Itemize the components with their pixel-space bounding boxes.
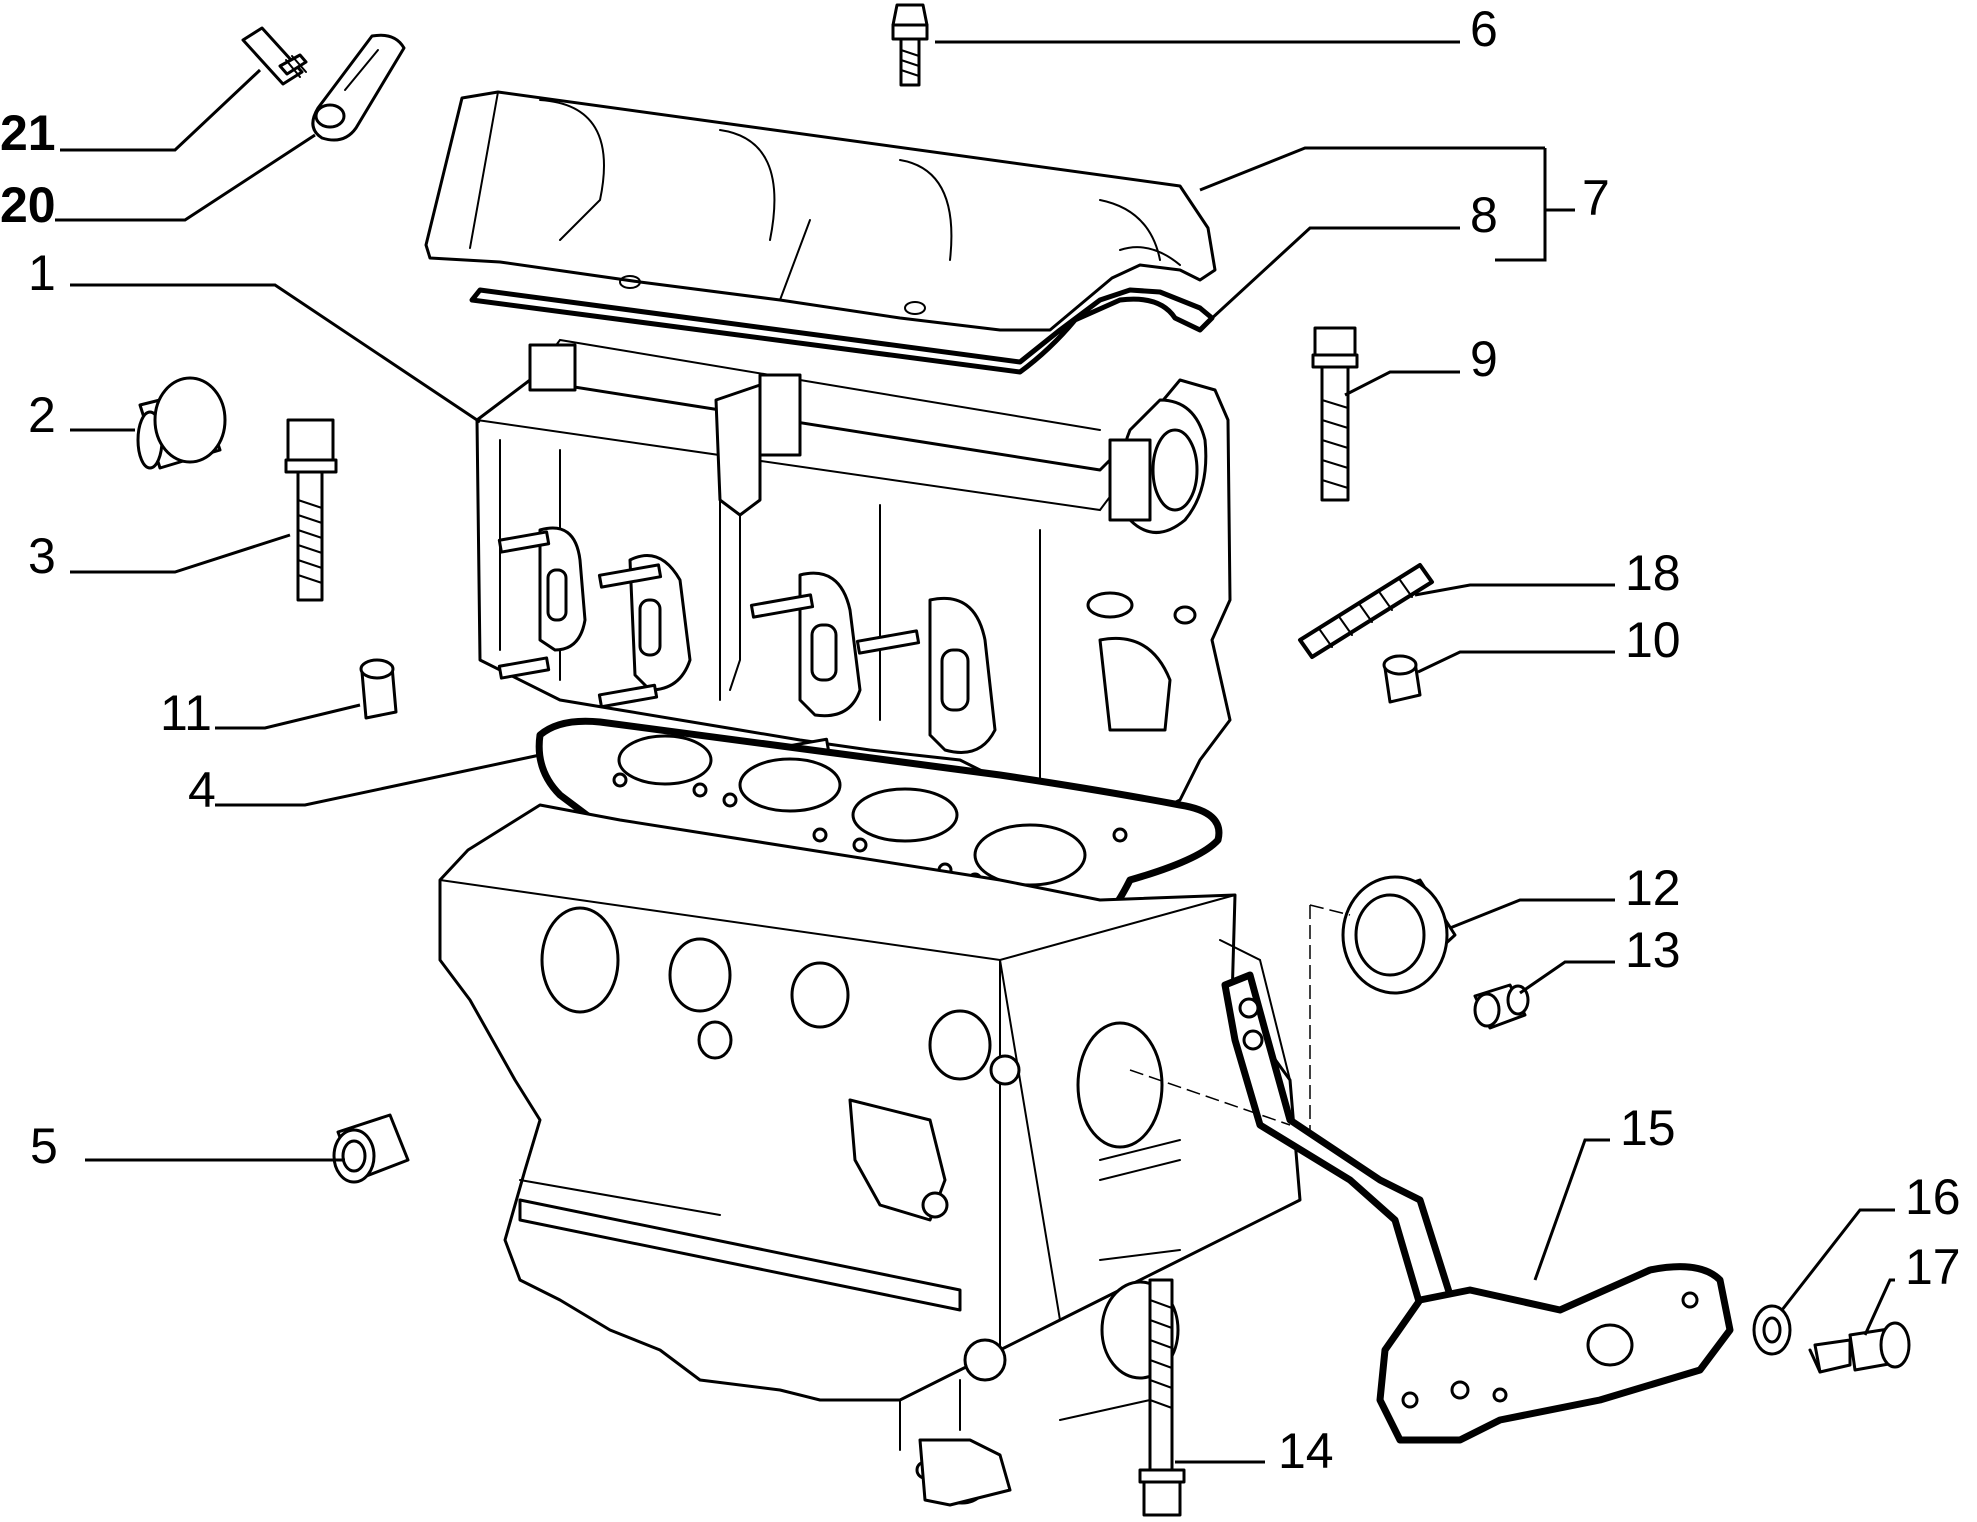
callout-17: 17 [1905,1239,1961,1295]
callout-8: 8 [1470,187,1498,243]
part-17-bolt [1808,1321,1911,1374]
callout-11: 11 [160,685,212,741]
callout-10: 10 [1625,612,1681,668]
assembly-lines [1129,904,1351,1132]
callout-14: 14 [1278,1423,1334,1479]
part-21-bolt [241,26,308,86]
part-14-bolt [1138,1278,1186,1517]
part-15-bracket [1221,971,1734,1444]
callout-13: 13 [1625,922,1681,978]
part-9-bolt [1311,326,1359,502]
part-3-bolt [284,418,338,602]
part-8-gasket [469,287,1215,375]
part-18-stud [1298,563,1434,659]
callout-12: 12 [1625,860,1681,916]
part-20-bracket [311,33,406,142]
part-16-washer [1752,1304,1792,1356]
part-2-tappet-cup [136,376,227,470]
callout-9: 9 [1470,331,1498,387]
callout-20: 20 [0,177,56,233]
callout-labels: 21 20 1 2 3 11 4 5 6 7 8 9 18 10 12 13 1… [0,1,1961,1479]
callout-2: 2 [28,387,56,443]
part-6-bolt [891,3,929,87]
callout-15: 15 [1620,1100,1676,1156]
callout-3: 3 [28,528,56,584]
leader-lines [55,40,1895,1464]
part-5-seal [332,1113,410,1184]
callout-7: 7 [1582,170,1610,226]
callout-1: 1 [28,245,56,301]
part-12-oil-seal [1341,875,1457,995]
callout-21: 21 [0,105,56,161]
callout-6: 6 [1470,1,1498,57]
cylinder-block [438,803,1302,1507]
callout-4: 4 [188,762,216,818]
callout-16: 16 [1905,1169,1961,1225]
callout-18: 18 [1625,545,1681,601]
callout-5: 5 [30,1118,58,1174]
part-13-plug [1473,983,1530,1030]
part-7-valve-cover [424,90,1217,332]
part-11-dowel [359,658,398,720]
part-10-dowel [1382,654,1422,704]
